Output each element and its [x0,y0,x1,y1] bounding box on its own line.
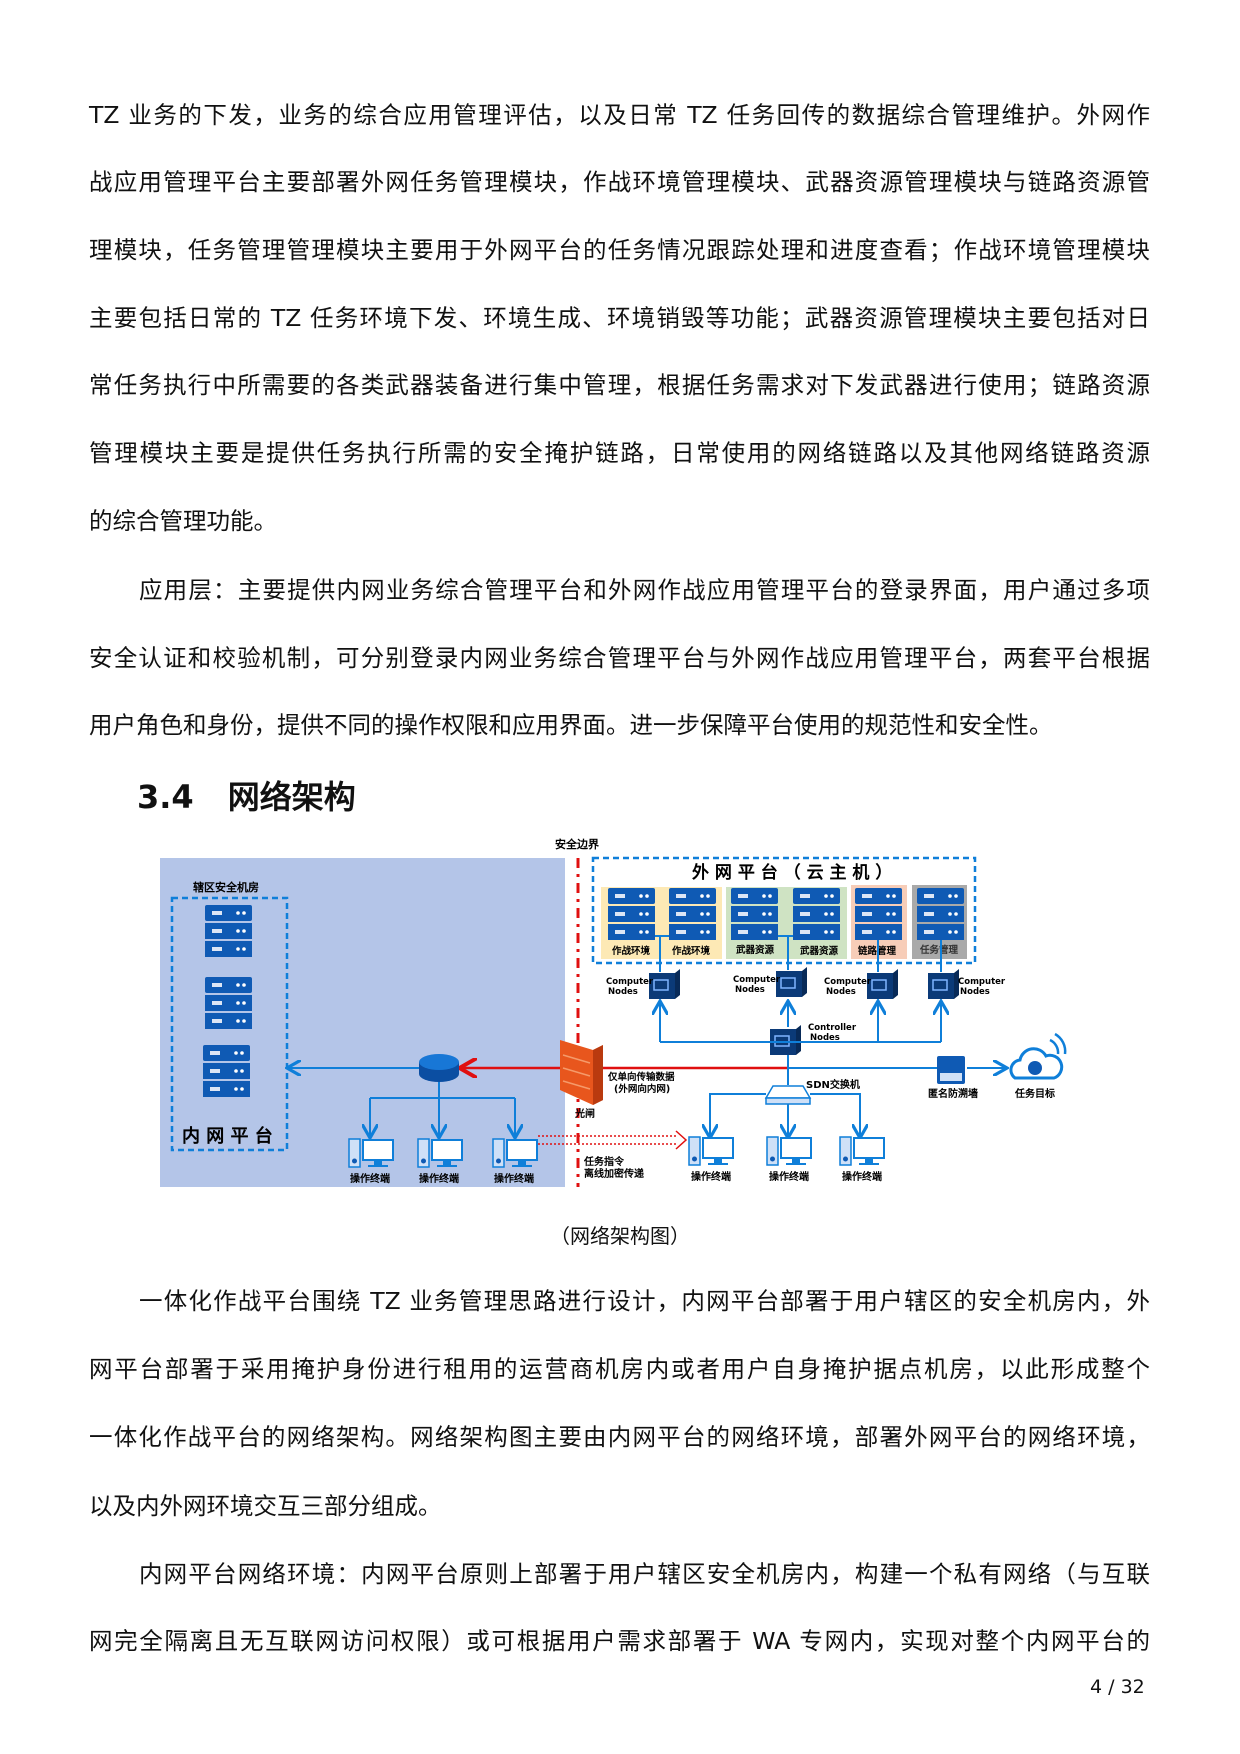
server-group-label: 武器资源 [736,944,775,956]
task-target-label: 任务目标 [1014,1087,1055,1100]
section-number: 3.4 [137,778,194,816]
sdn-switch-label: SDN交换机 [806,1078,860,1091]
gatekeeper-label: 光闸 [574,1107,595,1120]
text-line: 网平台部署于采用掩护身份进行租用的运营商机房内或者用户自身掩护据点机房，以此形成… [89,1355,1150,1383]
computer-node-icon [648,968,681,1000]
text-line: 用户角色和身份，提供不同的操作权限和应用界面。进一步保障平台使用的规范性和安全性… [89,711,1053,739]
computer-node-icon [775,966,808,998]
outer-platform-title: 外 网 平 台 （ 云 主 机 ） [692,862,892,883]
svg-text:Nodes: Nodes [826,987,856,997]
svg-text:Nodes: Nodes [960,987,990,997]
svg-text:Computer: Computer [733,975,781,985]
text-line: 内网平台网络环境：内网平台原则上部署于用户辖区安全机房内，构建一个私有网络（与互… [139,1560,1150,1588]
server-icon [793,888,840,940]
text-line: 理模块，任务管理管理模块主要用于外网平台的任务情况跟踪处理和进度查看；作战环境管… [89,236,1150,264]
text-line: 主要包括日常的 TZ 任务环境下发、环境生成、环境销毁等功能；武器资源管理模块主… [89,304,1150,332]
outer-platform-box [591,856,977,965]
router-icon [419,1054,459,1082]
computer-node-icon [927,968,960,1000]
security-boundary-label: 安全边界 [555,837,599,851]
svg-text:Computer: Computer [606,977,654,987]
task-command-label: 任务指令 [583,1155,625,1168]
computer-node-icon [866,968,899,1000]
text-line: 以及内外网环境交互三部分组成。 [89,1492,442,1520]
text-line: 一体化作战平台围绕 TZ 业务管理思路进行设计，内网平台部署于用户辖区的安全机房… [139,1287,1150,1315]
text-line: 应用层：主要提供内网业务综合管理平台和外网作战应用管理平台的登录界面，用户通过多… [139,576,1150,604]
server-icon [731,888,778,940]
text-line: 的综合管理功能。 [89,507,277,535]
server-icon [608,888,655,940]
text-line: 一体化作战平台的网络架构。网络架构图主要由内网平台的网络环境，部署外网平台的网络… [89,1423,1150,1451]
sdn-switch-icon [764,1085,812,1105]
svg-text:Computer: Computer [958,977,1006,987]
text-line: 安全认证和校验机制，可分别登录内网业务综合管理平台与外网作战应用管理平台，两套平… [89,644,1150,672]
one-way-label: (外网向内网) [614,1083,670,1095]
inner-platform-label: 内 网 平 台 [182,1125,273,1147]
one-way-label: 仅单向传输数据 [607,1071,675,1083]
server-icon [205,977,252,1029]
server-icon [917,888,964,940]
terminal-label: 操作终端 [350,1172,390,1185]
inner-room-box [170,896,289,1152]
page-number: 4 / 32 [1090,1676,1145,1698]
text-line: 管理模块主要是提供任务执行所需的安全掩护链路，日常使用的网络链路以及其他网络链路… [89,439,1150,467]
text-line: 网完全隔离且无互联网访问权限）或可根据用户需求部署于 WA 专网内，实现对整个内… [89,1627,1150,1655]
svg-text:Nodes: Nodes [810,1033,840,1043]
cloud-target-icon [1009,1032,1067,1080]
figure-caption: （网络架构图） [550,1224,690,1248]
server-icon [205,905,252,957]
server-icon [855,888,902,940]
anonymous-wall-label: 匿名防溯墙 [928,1087,978,1100]
svg-text:Nodes: Nodes [735,985,765,995]
server-group-label: 作战环境 [672,945,711,957]
terminal-label: 操作终端 [419,1172,459,1185]
terminal-label: 操作终端 [691,1170,731,1183]
terminal-icon [688,1136,734,1166]
svg-text:Controller: Controller [808,1023,857,1033]
section-title: 网络架构 [227,778,356,816]
text-line: 常任务执行中所需要的各类武器装备进行集中管理，根据任务需求对下发武器进行使用；链… [89,371,1150,399]
section-heading: 3.4 网络架构 [137,772,356,818]
terminal-icon [766,1136,812,1166]
controller-node-icon [769,1024,802,1056]
terminal-label: 操作终端 [842,1170,882,1183]
terminal-label: 操作终端 [494,1172,534,1185]
inner-room-label: 辖区安全机房 [193,880,259,894]
text-line: 战应用管理平台主要部署外网任务管理模块，作战环境管理模块、武器资源管理模块与链路… [89,168,1150,196]
server-group-label: 作战环境 [612,945,651,957]
firewall-icon [560,1040,603,1105]
text-line: TZ 业务的下发，业务的综合应用管理评估，以及日常 TZ 任务回传的数据综合管理… [89,101,1150,129]
svg-text:Nodes: Nodes [608,987,638,997]
terminal-icon [839,1136,885,1166]
server-group-label: 武器资源 [800,945,839,957]
server-group-label: 任务管理 [919,944,959,956]
svg-text:Computer: Computer [824,977,872,987]
terminal-label: 操作终端 [769,1170,809,1183]
anonymous-wall-icon [937,1056,965,1084]
server-icon [669,888,716,940]
server-icon [203,1045,250,1097]
task-command-label: 离线加密传递 [584,1167,644,1180]
